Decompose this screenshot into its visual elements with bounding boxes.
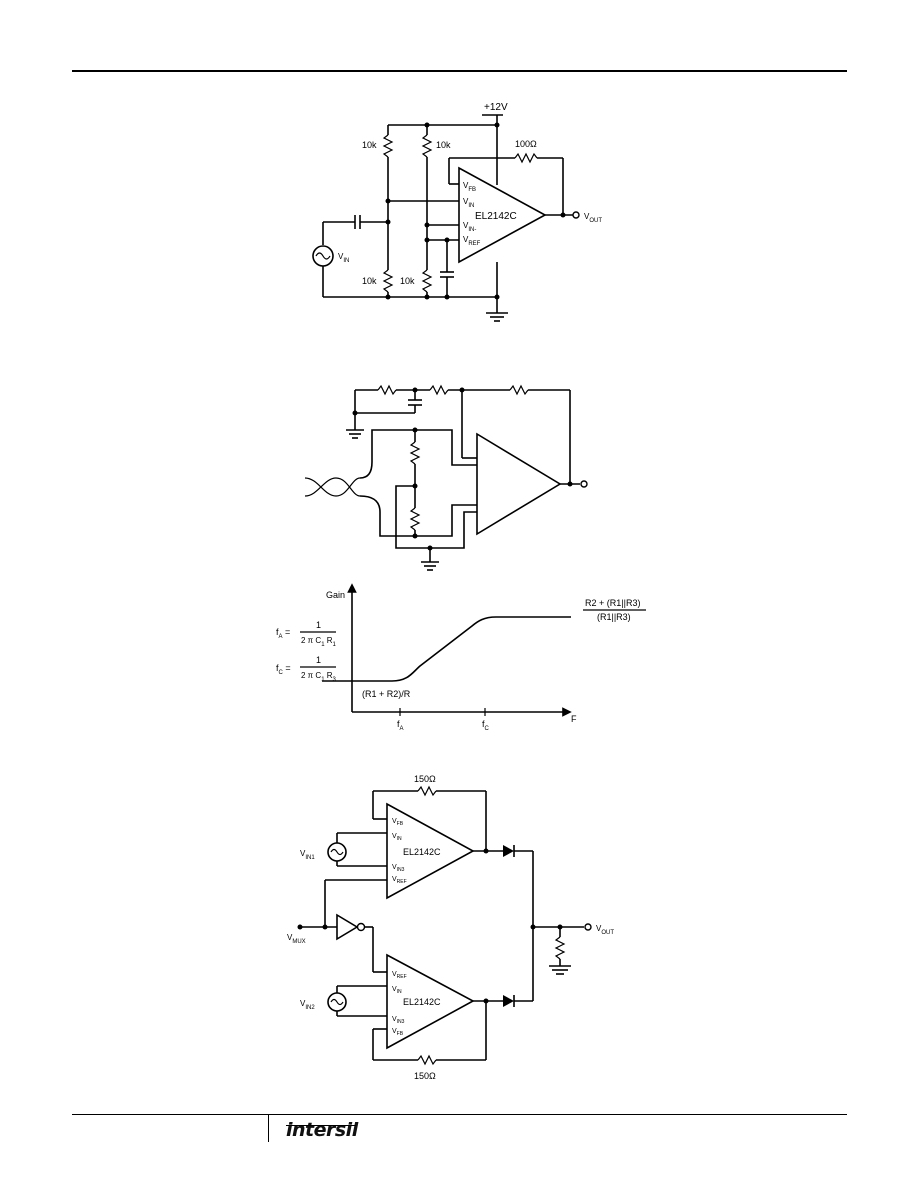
fc-eq-num: 1 — [316, 655, 321, 665]
svg-text:VREF: VREF — [392, 876, 407, 885]
r-top-label: 150Ω — [414, 774, 436, 784]
figure-3-chart: Gain F fA fC (R1 + R2)/R R2 + (R1||R3) (… — [276, 583, 646, 732]
fa-eq-lhs: f — [276, 627, 279, 637]
svg-text:VIN: VIN — [392, 986, 402, 995]
svg-text:VIN3: VIN3 — [392, 1016, 405, 1025]
vout-label-fig4: V — [596, 924, 602, 933]
svg-text:VIN: VIN — [392, 833, 402, 842]
gain-curve — [322, 616, 571, 682]
svg-text:VIN: VIN — [338, 252, 349, 264]
svg-text:VFB: VFB — [392, 1028, 404, 1037]
y-axis-label: Gain — [326, 590, 345, 600]
fig1-part: EL2142C — [475, 211, 517, 222]
fc-eq-lhs: f — [276, 663, 279, 673]
tick-fc: f — [482, 719, 485, 729]
svg-text:VOUT: VOUT — [584, 212, 602, 224]
high-gain-den: (R1||R3) — [597, 612, 631, 622]
svg-text:VFB: VFB — [463, 181, 476, 193]
svg-text:VIN: VIN — [463, 197, 474, 209]
r-bottom-right-label: 10k — [400, 276, 415, 286]
r-bottom-left-label: 10k — [362, 276, 377, 286]
vin-label: V — [338, 252, 344, 261]
opamp-bottom — [386, 953, 475, 1050]
figure-2-circuit — [304, 384, 588, 571]
fa-eq-den: 2 π C — [301, 636, 321, 645]
svg-text:VFB: VFB — [392, 818, 404, 827]
figure-4-circuit: 150Ω EL2142C VFB VIN VIN3 VREF VIN1 VMUX — [287, 774, 614, 1081]
pin-fb: V — [463, 181, 469, 190]
supply-label: +12V — [484, 102, 508, 113]
low-gain-label: (R1 + R2)/R — [362, 689, 411, 699]
svg-text:VMUX: VMUX — [287, 933, 306, 945]
vin1-label: V — [300, 849, 306, 858]
x-axis-label: F — [571, 714, 577, 724]
opamp-fig1 — [458, 166, 547, 264]
inverter — [336, 913, 359, 941]
fa-eq-num: 1 — [316, 620, 321, 630]
tick-fa: f — [397, 719, 400, 729]
vmux-label: V — [287, 933, 293, 942]
r-top-left-label: 10k — [362, 140, 377, 150]
opamp-top — [386, 802, 475, 900]
svg-text:VOUT: VOUT — [596, 924, 614, 936]
footer-rule — [72, 1114, 847, 1115]
opamp-fig2 — [476, 432, 562, 536]
pin-ref: V — [463, 235, 469, 244]
svg-text:VIN1: VIN1 — [300, 849, 315, 861]
part-top: EL2142C — [403, 847, 441, 857]
high-gain-num: R2 + (R1||R3) — [585, 598, 640, 608]
header-rule — [72, 70, 847, 72]
footer-divider — [268, 1114, 269, 1142]
svg-text:fA =: fA = — [276, 627, 290, 640]
pin-in: V — [463, 197, 469, 206]
figure-1-circuit: +12V 10k 10k EL2142C VFB VIN VIN- VREF 1… — [312, 102, 602, 322]
svg-text:fC: fC — [482, 719, 490, 732]
vin2-label: V — [300, 999, 306, 1008]
svg-text:VREF: VREF — [463, 235, 481, 247]
r-bottom-label: 150Ω — [414, 1071, 436, 1081]
svg-text:VIN3: VIN3 — [392, 864, 405, 873]
pin-inn: V — [463, 221, 469, 230]
svg-text:2 π C1 R1: 2 π C1 R1 — [301, 636, 337, 648]
fc-eq-den: 2 π C — [301, 671, 321, 680]
intersil-logo: intersil — [286, 1119, 358, 1141]
svg-text:VREF: VREF — [392, 971, 407, 980]
vout-label: V — [584, 212, 590, 221]
svg-text:fA: fA — [397, 719, 404, 732]
svg-text:fC =: fC = — [276, 663, 291, 676]
r-top-right-label: 10k — [436, 140, 451, 150]
part-bottom: EL2142C — [403, 997, 441, 1007]
svg-text:VIN-: VIN- — [463, 221, 476, 233]
svg-text:VIN2: VIN2 — [300, 999, 315, 1011]
r-feedback-label: 100Ω — [515, 139, 537, 149]
svg-text:2 π C1 R3: 2 π C1 R3 — [301, 671, 337, 683]
